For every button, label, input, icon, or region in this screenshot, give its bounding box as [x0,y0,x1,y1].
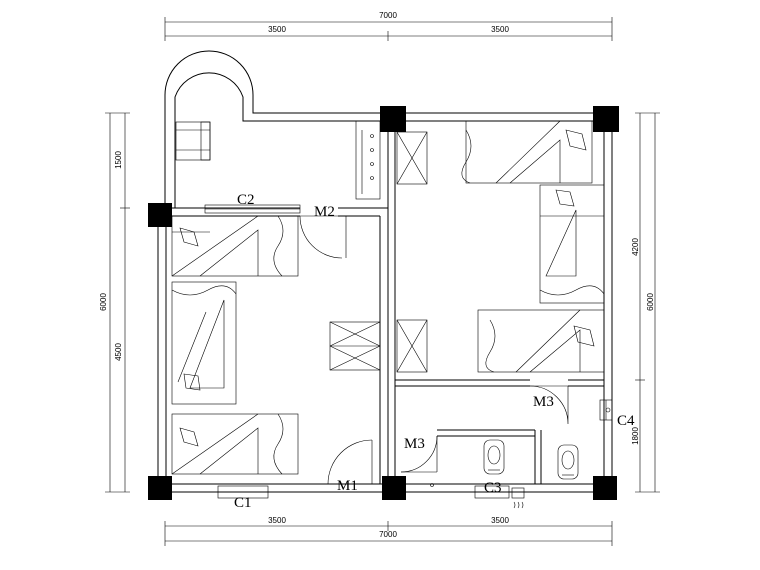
door-m3-lower [400,435,438,473]
label-m3-upper: M3 [533,394,554,410]
washing-machine [175,121,211,161]
left-dimension-lines [105,112,130,493]
water-heater [511,487,525,509]
left-lower-dimension: 4500 [114,343,123,361]
squat-toilet-1 [483,439,505,475]
left-total-dimension: 6000 [99,293,108,311]
top-total-dimension: 7000 [379,11,397,20]
label-m3-lower: M3 [404,436,425,452]
label-c4: C4 [617,413,635,429]
door-m1 [327,439,373,485]
top-left-dimension: 3500 [268,25,286,34]
bed-right-bottom [477,309,605,373]
column-mid-left [148,203,172,227]
door-m3-upper [529,385,569,425]
floor-drain [430,483,434,487]
column-bottom-center [382,476,406,500]
cabinet-right-top [396,131,428,185]
label-m1: M1 [337,478,358,494]
right-lower-dimension: 1800 [631,427,640,445]
door-m2 [299,215,347,259]
window-c2 [204,204,301,214]
bed-left-top [171,215,299,277]
top-right-dimension: 3500 [491,25,509,34]
bed-right-top [461,120,593,184]
bottom-right-dimension: 3500 [491,516,509,525]
label-m2: M2 [314,204,335,220]
wardrobe-unit-top [355,120,381,200]
label-c2: C2 [237,192,255,208]
bed-left-bottom [171,413,299,475]
top-dimension-lines [164,17,613,41]
label-c3: C3 [484,480,502,496]
right-total-dimension: 6000 [646,293,655,311]
bottom-total-dimension: 7000 [379,530,397,539]
column-bottom-right [593,476,617,500]
outer-walls [157,50,613,493]
right-upper-dimension: 4200 [631,238,640,256]
bottom-dimension-lines [164,521,613,546]
bed-left-middle [171,281,237,405]
cabinet-right-bottom [396,319,428,373]
window-c3 [474,485,510,499]
column-bottom-left [148,476,172,500]
window-c1 [217,485,269,499]
bed-right-middle [539,184,605,304]
right-dimension-lines [635,112,660,493]
wall-fixture-right [605,407,611,413]
column-top-center [380,106,406,132]
left-upper-dimension: 1500 [114,151,123,169]
label-c1: C1 [234,495,252,511]
squat-toilet-2 [557,444,579,480]
column-top-right [593,106,619,132]
cabinet-left [329,321,381,371]
bottom-left-dimension: 3500 [268,516,286,525]
